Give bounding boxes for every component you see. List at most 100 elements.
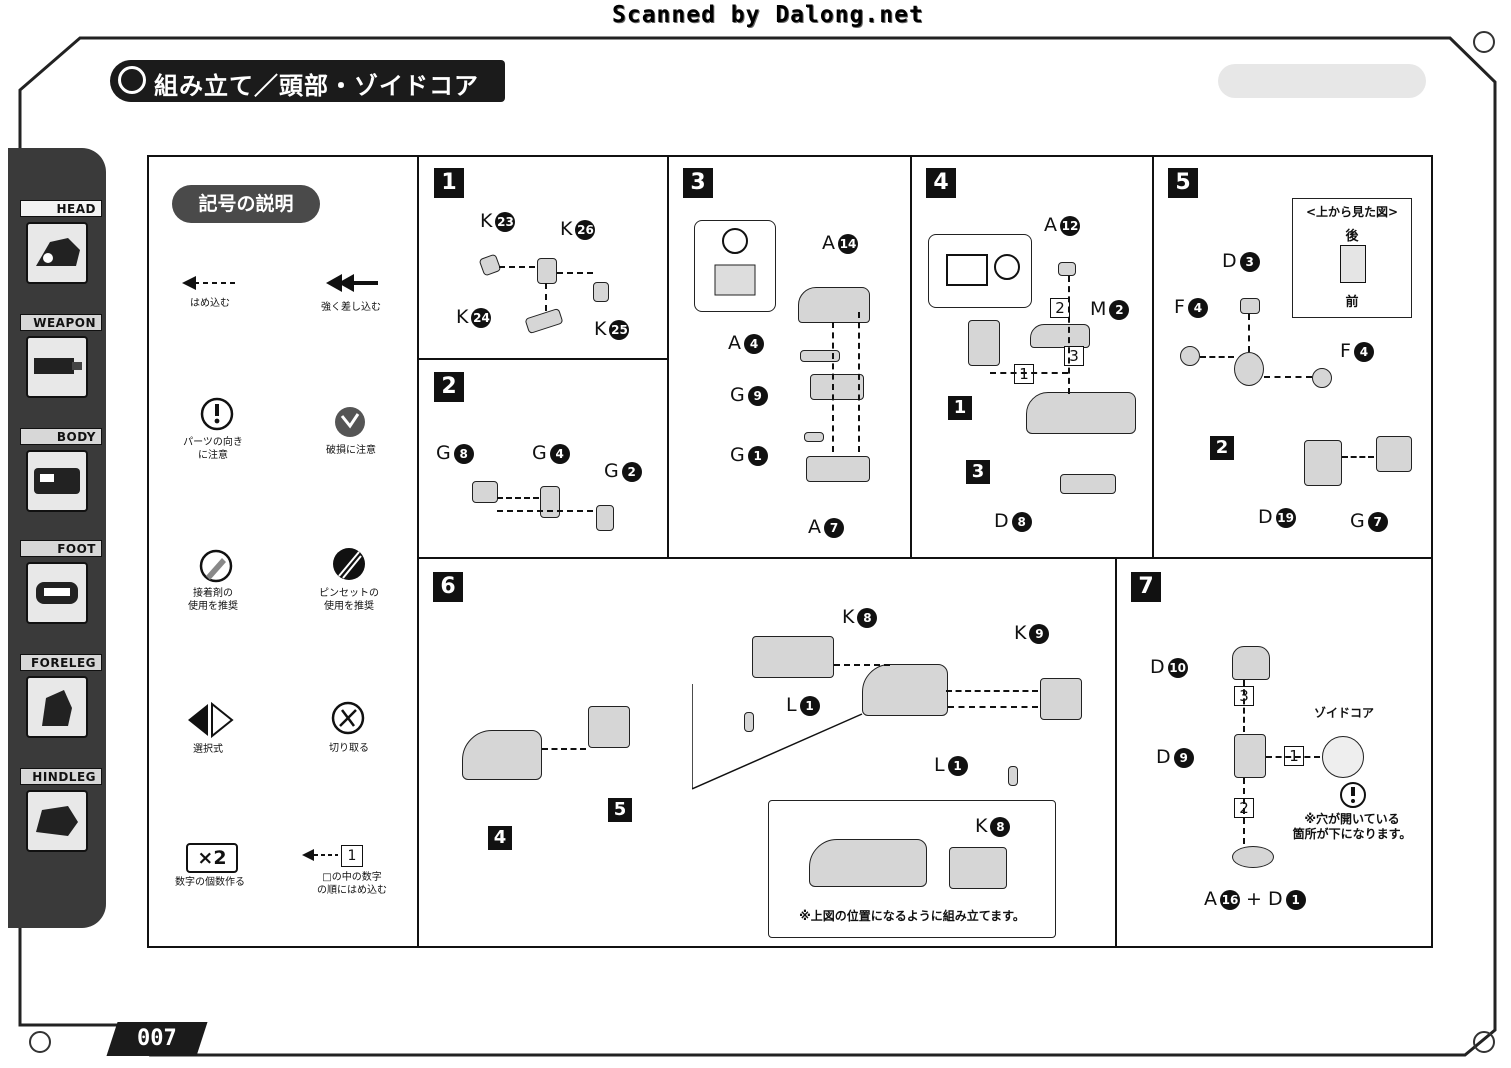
part-number: 2 [1109, 299, 1130, 320]
assembly-arrow [948, 706, 1038, 708]
part-a7 [806, 456, 870, 482]
tab-label: BODY [20, 428, 102, 445]
part-number: 8 [990, 816, 1011, 837]
part-runner: A [808, 516, 821, 538]
core-label: ゾイドコア [1313, 706, 1374, 720]
part-number: 10 [1167, 657, 1188, 678]
order-box: 2 [1050, 298, 1070, 318]
part-number: 4 [1353, 341, 1374, 362]
assembly-arrow [497, 497, 539, 499]
part-runner: G [604, 460, 619, 482]
part-number: 2 [621, 461, 642, 482]
part-number: 8 [857, 607, 878, 628]
section-title: 組み立て／頭部・ゾイドコア [154, 72, 479, 100]
part-m2 [1030, 324, 1090, 348]
part-number: 26 [575, 219, 596, 240]
part-runner: K [975, 815, 988, 837]
foreleg-icon [26, 676, 88, 738]
assembly-arrow [1248, 314, 1250, 352]
assembly-arrow [946, 690, 1038, 692]
part-runner: F [1340, 340, 1351, 362]
breakage-icon [335, 407, 365, 437]
part-number: 1 [799, 695, 820, 716]
part-runner: A [1204, 888, 1217, 910]
double-arrow-icon [326, 274, 378, 292]
top-view-panel: <上から見た図> 後 前 [1292, 198, 1412, 318]
part-runner: K [560, 218, 573, 240]
page-number-text: 007 [137, 1026, 177, 1051]
tab-label: FORELEG [20, 654, 102, 671]
assembly-arrow [1068, 276, 1070, 394]
x2-icon: ×2 [186, 843, 238, 873]
step-number: 2 [434, 372, 464, 402]
sub-assembly-number: 4 [488, 826, 512, 850]
dashed-arrow-icon [182, 276, 236, 290]
step-number: 7 [1131, 572, 1161, 602]
sub-assembly-number: 3 [966, 460, 990, 484]
step-number: 4 [926, 168, 956, 198]
compass-icon [118, 66, 146, 94]
assembly-arrow [1264, 376, 1312, 378]
part-number: 14 [838, 233, 858, 254]
legend-caption: ピンセットの 使用を推奨 [319, 588, 379, 612]
legend-caption: □の中の数字 の順にはめ込む [317, 872, 387, 896]
part-d9 [1234, 734, 1266, 778]
part-g9 [810, 374, 864, 400]
tab-label: HINDLEG [20, 768, 102, 785]
part-number: 3 [1239, 251, 1260, 272]
legend-caption: 選択式 [193, 744, 223, 755]
step-number: 3 [683, 168, 713, 198]
sub-assembly-number: 5 [608, 798, 632, 822]
part-head-core [537, 258, 557, 284]
assembly-arrow [1266, 756, 1320, 758]
section-title-banner: 組み立て／頭部・ゾイドコア [110, 60, 505, 102]
assembly-arrow [542, 748, 586, 750]
part-runner: K [480, 210, 493, 232]
part-runner: D [1268, 888, 1283, 910]
assembly-arrow [497, 510, 593, 512]
foot-icon [26, 562, 88, 624]
top-view-title: <上から見た図> [1305, 205, 1399, 219]
divider [417, 358, 668, 360]
step-number: 1 [434, 168, 464, 198]
choice-icon [188, 701, 234, 739]
part-runner: A [822, 232, 835, 254]
part-k9 [1040, 678, 1082, 720]
part-head-subassembly [968, 320, 1000, 366]
plus-sign: + [1246, 888, 1262, 910]
part-core-joint [1234, 352, 1264, 386]
order-box: 1 [1014, 364, 1034, 384]
part-a16 [1232, 846, 1274, 868]
legend-caption: 接着剤の 使用を推奨 [188, 588, 238, 612]
part-number: 8 [453, 443, 474, 464]
part-runner: K [456, 306, 469, 328]
part-runner: K [842, 606, 855, 628]
legend-caption: パーツの向き に注意 [183, 437, 243, 461]
head-icon [26, 222, 88, 284]
part-l1 [1008, 766, 1018, 786]
assembly-arrow [834, 664, 890, 666]
part-runner: A [728, 332, 741, 354]
part-runner: G [730, 444, 745, 466]
part-runner: F [1174, 296, 1185, 318]
part-runner: D [1258, 506, 1273, 528]
sidebar: HEAD WEAPON BODY FOOT FORELEG HINDLEG [8, 148, 106, 928]
